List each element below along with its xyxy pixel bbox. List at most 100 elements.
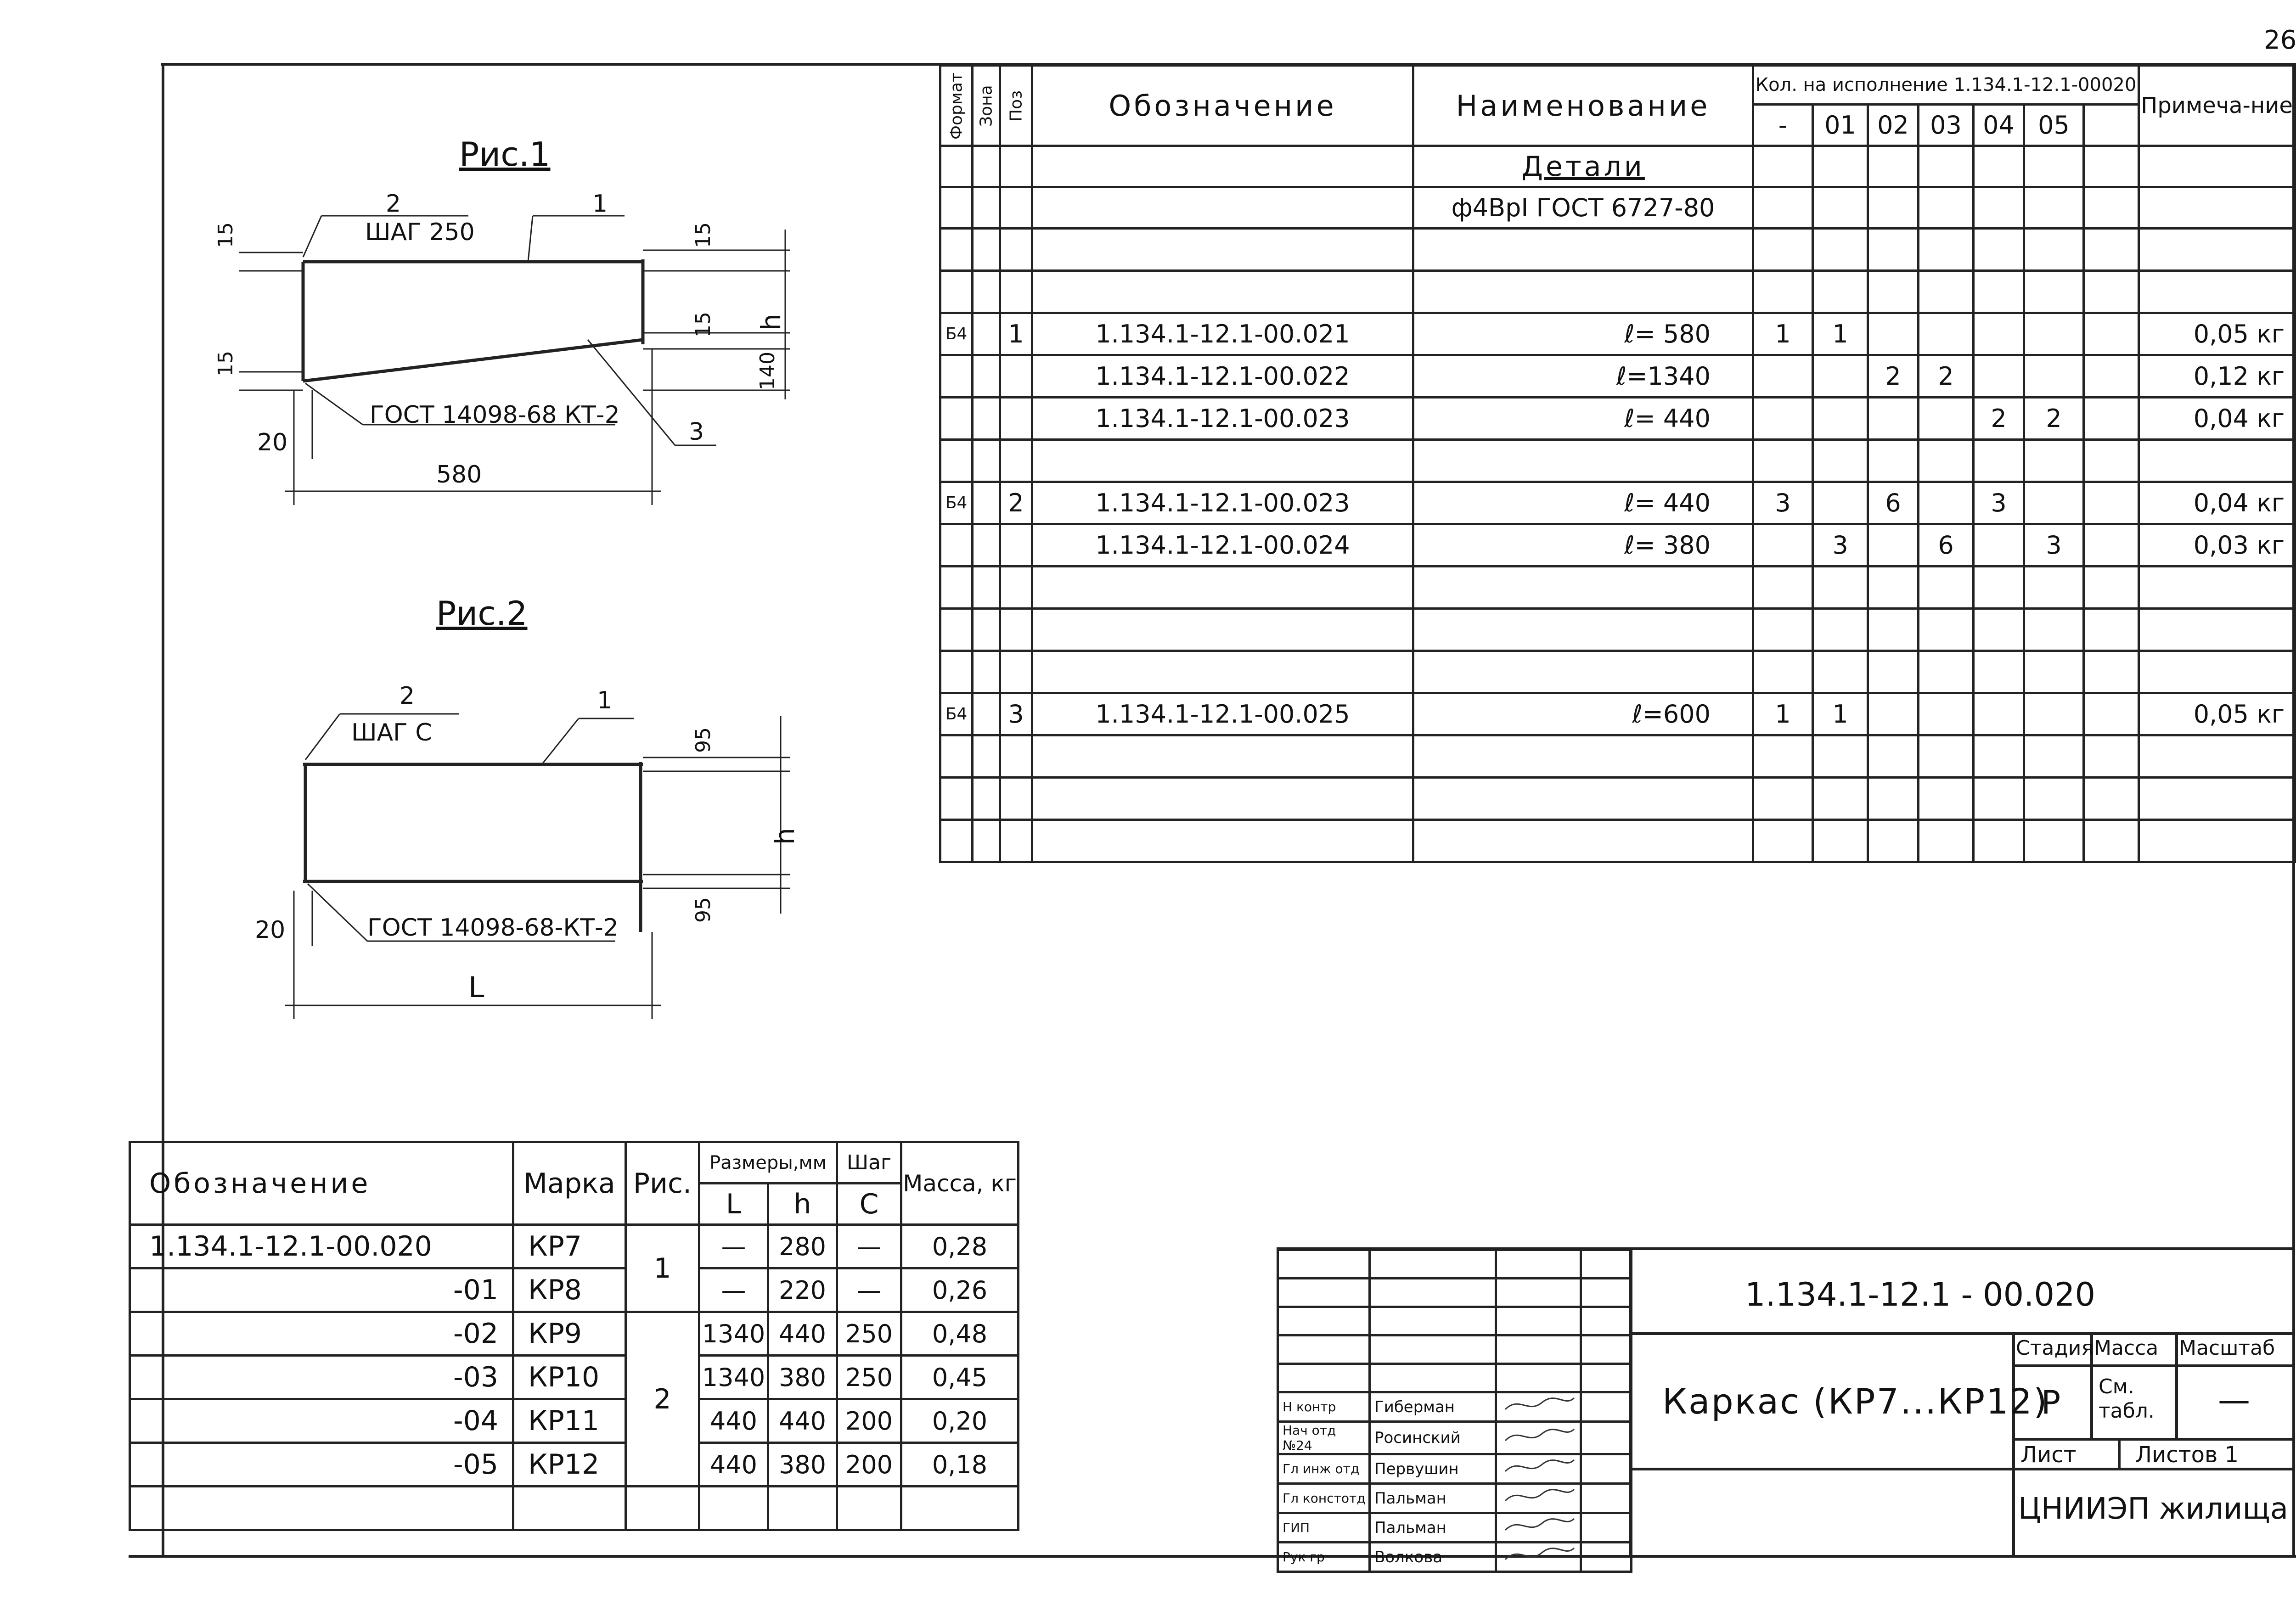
hdr-qty: Кол. на исполнение 1.134.1-12.1-00020 — [1751, 64, 2140, 106]
spec-zone — [971, 776, 1001, 821]
vt-hdr-L: L — [698, 1182, 769, 1226]
spec-row — [939, 776, 2296, 821]
spec-qty — [1867, 269, 1919, 314]
spec-row — [939, 607, 2296, 652]
spec-name — [1412, 227, 1754, 272]
spec-note — [2138, 438, 2296, 483]
spec-qty — [2082, 607, 2140, 652]
spec-qty — [1812, 354, 1869, 398]
spec-pos: 2 — [999, 481, 1033, 525]
spec-format — [939, 396, 974, 441]
spec-pos: 1 — [999, 312, 1033, 356]
spec-qty — [1917, 269, 1975, 314]
hdr-note: Примеча-ние — [2138, 64, 2296, 147]
spec-qty — [1867, 692, 1919, 736]
spec-qty — [2082, 438, 2140, 483]
spec-qty — [1752, 227, 1814, 272]
spec-qty — [2082, 692, 2140, 736]
spec-format — [939, 819, 974, 863]
doc-code: 1.134.1-12.1 - 00.020 — [1745, 1276, 2095, 1313]
spec-zone — [971, 607, 1001, 652]
fig1-label-2: 2 — [386, 190, 401, 218]
spec-zone — [971, 312, 1001, 356]
hdr-variant: - — [1752, 103, 1814, 147]
spec-pos — [999, 650, 1033, 694]
spec-designation — [1031, 734, 1414, 779]
spec-qty — [2023, 481, 2085, 525]
spec-format — [939, 354, 974, 398]
variant-mark: КР7 — [512, 1223, 627, 1269]
spec-qty — [2023, 227, 2085, 272]
fig2-title: Рис.2 — [436, 594, 528, 633]
spec-qty — [2082, 523, 2140, 567]
spec-qty: 3 — [2023, 523, 2085, 567]
variant-designation: 1.134.1-12.1-00.020 — [129, 1223, 514, 1269]
spec-qty — [1972, 776, 2025, 821]
spec-qty: 1 — [1752, 312, 1814, 356]
hdr-variant: 05 — [2023, 103, 2085, 147]
spec-note — [2138, 650, 2296, 694]
signature-mark — [1495, 1420, 1582, 1455]
spec-qty — [2023, 734, 2085, 779]
spec-qty — [1917, 481, 1975, 525]
spec-qty — [1812, 650, 1869, 694]
handwritten-signature — [1504, 1488, 1575, 1502]
spec-note — [2138, 269, 2296, 314]
spec-qty — [1752, 269, 1814, 314]
spec-qty — [1867, 438, 1919, 483]
spec-name — [1412, 269, 1754, 314]
fig1-dim-580: 580 — [436, 461, 482, 488]
handwritten-signature — [1504, 1518, 1575, 1531]
vt-hdr-step: Шаг — [836, 1141, 903, 1184]
spec-qty — [1752, 438, 1814, 483]
spec-name — [1412, 438, 1754, 483]
fig2-dim-L: L — [468, 971, 484, 1004]
spec-qty — [2023, 607, 2085, 652]
variant-designation: -04 — [129, 1398, 514, 1444]
hdr-name: Наименование — [1412, 64, 1754, 147]
variant-l — [698, 1485, 769, 1531]
hdr-variant: 02 — [1867, 103, 1919, 147]
spec-zone — [971, 692, 1001, 736]
spec-qty — [1972, 523, 2025, 567]
spec-qty: 2 — [1867, 354, 1919, 398]
spec-name: ℓ= 440 — [1412, 481, 1754, 525]
spec-row — [939, 565, 2296, 610]
spec-qty — [2023, 650, 2085, 694]
spec-qty — [1752, 523, 1814, 567]
spec-qty — [1752, 396, 1814, 441]
fig2-step-label: ШАГ С — [351, 719, 432, 746]
variant-l: 1340 — [698, 1354, 769, 1400]
spec-name: ℓ=1340 — [1412, 354, 1754, 398]
spec-designation — [1031, 269, 1414, 314]
spec-row — [939, 438, 2296, 483]
spec-note: 0,03 кг — [2138, 523, 2296, 567]
spec-qty — [1917, 312, 1975, 356]
variant-h: 220 — [766, 1267, 838, 1313]
spec-qty — [1867, 565, 1919, 610]
spec-qty — [1867, 650, 1919, 694]
spec-qty — [1972, 692, 2025, 736]
variant-c: 200 — [836, 1398, 903, 1444]
spec-qty — [2082, 650, 2140, 694]
vt-hdr-C: С — [836, 1182, 903, 1226]
spec-note — [2138, 776, 2296, 821]
spec-qty — [1972, 438, 2025, 483]
variant-l: 440 — [698, 1442, 769, 1487]
spec-qty: 3 — [1972, 481, 2025, 525]
signature-mark — [1495, 1453, 1582, 1485]
spec-qty: 1 — [1752, 692, 1814, 736]
handwritten-signature — [1504, 1459, 1575, 1472]
spec-qty — [1867, 312, 1919, 356]
spec-qty — [1812, 565, 1869, 610]
spec-qty — [1752, 776, 1814, 821]
variant-c — [836, 1485, 903, 1531]
spec-format — [939, 650, 974, 694]
spec-qty — [2023, 438, 2085, 483]
variant-h — [766, 1485, 838, 1531]
